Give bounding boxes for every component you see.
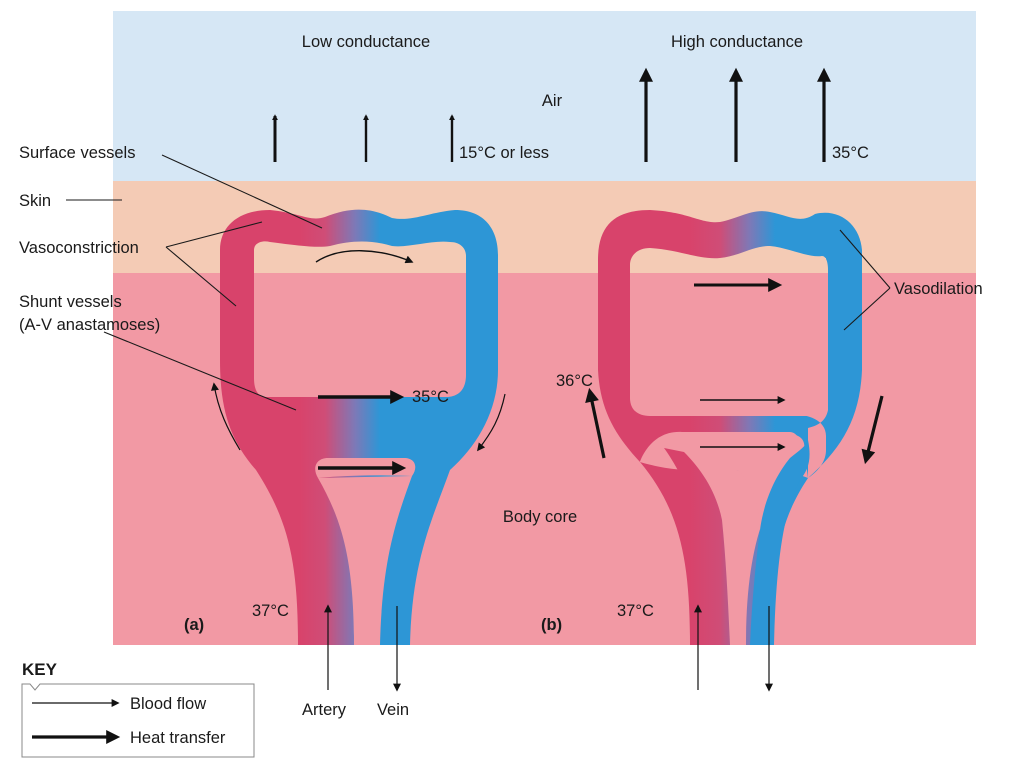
label-vasodilation: Vasodilation	[894, 280, 983, 298]
core-temp-b: 37°C	[617, 602, 654, 620]
leader-vasodilation-2	[843, 287, 891, 331]
label-artery: Artery	[302, 701, 347, 719]
air-layer	[113, 11, 976, 181]
label-vasoconstriction: Vasoconstriction	[19, 239, 139, 257]
key-heat-transfer-label: Heat transfer	[130, 729, 226, 747]
key-title: KEY	[22, 660, 58, 679]
leader-surface-vessels	[161, 154, 323, 229]
air-label: Air	[542, 92, 563, 110]
body-core-label: Body core	[503, 508, 577, 526]
label-surface-vessels: Surface vessels	[19, 144, 135, 162]
label-skin: Skin	[19, 192, 51, 210]
heat-arrows-internal	[315, 250, 786, 475]
label-shunt-vessels-1: Shunt vessels	[19, 293, 122, 311]
panel-letter-a: (a)	[184, 616, 204, 634]
leader-vasoconstriction-1	[165, 221, 263, 248]
vessel-b-artery-stem	[664, 440, 810, 645]
heading-high-conductance: High conductance	[671, 33, 803, 51]
vessel-flow-arrows	[324, 604, 773, 692]
vessel-loop-b-body	[598, 210, 862, 645]
heat-arrow-surface-a	[315, 250, 414, 264]
leader-shunt-vessels	[103, 331, 297, 411]
air-temp-b: 35°C	[832, 144, 869, 162]
leader-lines	[66, 154, 891, 411]
leader-vasodilation-1	[839, 229, 891, 289]
blood-flow-arrows	[211, 382, 884, 465]
blood-flow-arrow-a-left	[211, 382, 241, 451]
vessel-loop-b-openings	[630, 248, 826, 530]
label-shunt-vessels-2: (A-V anastamoses)	[19, 316, 160, 334]
heat-arrow-b-right	[861, 395, 884, 465]
key-box	[21, 683, 255, 758]
vessel-loop-b	[598, 210, 862, 645]
shunt-temp-b: 36°C	[556, 372, 593, 390]
heat-arrows-air-a	[272, 114, 455, 162]
air-temp-a: 15°C or less	[459, 144, 549, 162]
leader-vasoconstriction-2	[165, 246, 237, 307]
diagram-labels: Low conductance High conductance Air 15°…	[19, 33, 983, 719]
heat-arrows-air-b	[639, 67, 831, 162]
heat-arrow-b-left	[585, 387, 606, 459]
key-blood-flow-label: Blood flow	[130, 695, 206, 713]
panel-letter-b: (b)	[541, 616, 562, 634]
blood-flow-arrow-a-right	[477, 393, 506, 452]
vessel-loop-a-body	[220, 209, 498, 645]
shunt-temp-a: 35°C	[412, 388, 449, 406]
label-vein: Vein	[377, 701, 409, 719]
heading-low-conductance: Low conductance	[302, 33, 430, 51]
vessel-loop-a	[220, 209, 498, 645]
core-temp-a: 37°C	[252, 602, 289, 620]
key-legend: KEY Blood flow Heat transfer	[21, 660, 255, 758]
